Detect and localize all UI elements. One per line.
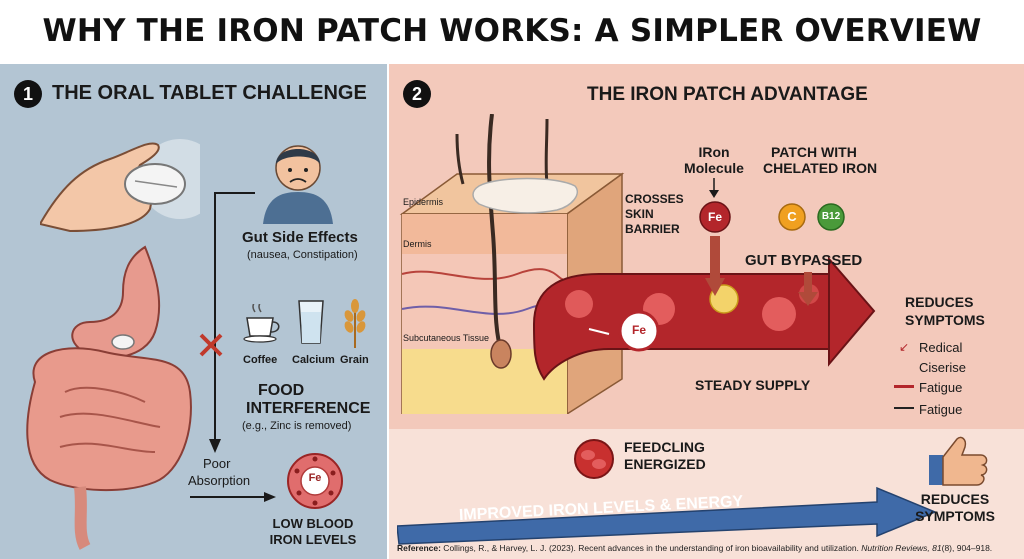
thumbs-up-icon [929, 436, 988, 486]
reference-text: Collings, R., & Harvey, L. J. (2023). Re… [440, 543, 862, 553]
energized-cell-icon [574, 439, 614, 479]
grain-icon [344, 299, 366, 348]
reduces-symptoms-bottom-1: REDUCES [920, 491, 990, 507]
gut-side-effects-label: Gut Side Effects [242, 229, 358, 246]
patch-label-1: PATCH WITH [771, 144, 857, 160]
improved-levels-arrow [397, 486, 937, 545]
calcium-glass-icon [298, 300, 324, 344]
symptom-item-2: Ciserise [919, 360, 966, 375]
crosses-label-1: CROSSES [625, 192, 684, 206]
iron-patch-panel: 2 THE IRON PATCH ADVANTAGE Epidermis Der… [389, 64, 1024, 559]
reference-citation: Reference: Collings, R., & Harvey, L. J.… [397, 543, 992, 553]
reference-journal: Nutrition Reviews, 81 [861, 543, 942, 553]
blood-cell-fe-icon [287, 453, 343, 509]
vitamin-c-icon [778, 203, 806, 231]
food-label-calcium: Calcium [292, 354, 335, 366]
feedcling-label-1: FEEDCLING [624, 439, 705, 455]
gut-bypassed-label: GUT BYPASSED [745, 252, 863, 269]
reference-issue: (8), 904–918. [941, 543, 993, 553]
iron-molecule-arrow [709, 178, 719, 198]
blood-vessel-icon [532, 256, 876, 381]
flow-connector-arrow [209, 192, 255, 453]
poor-absorption-label-1: Poor [203, 456, 231, 471]
reduces-symptoms-bottom-2: SYMPTOMS [915, 508, 995, 524]
symptom-arrow-icon: ↙ [899, 340, 910, 354]
reduces-symptoms-label-1: REDUCES [905, 294, 974, 310]
low-blood-label-1: LOW BLOOD [272, 516, 354, 531]
blocked-x-icon [199, 333, 223, 357]
fe-label-vessel: Fe [631, 323, 646, 337]
absorption-arrow [190, 492, 276, 502]
food-interference-label-1: FOOD [258, 382, 305, 399]
oral-tablet-heading: THE ORAL TABLET CHALLENGE [52, 82, 367, 104]
symptom-line-red [894, 385, 914, 388]
crosses-label-2: SKIN [625, 207, 654, 221]
symptom-line-dark [894, 407, 914, 409]
layer-label-epidermis: Epidermis [403, 197, 444, 207]
food-interference-note: (e.g., Zinc is removed) [242, 420, 352, 432]
symptom-item-1: Redical [919, 340, 963, 355]
digestive-system-icon [26, 245, 192, 550]
fe-molecule-icon [699, 201, 731, 233]
gut-side-effects-note: (nausea, Constipation) [247, 249, 358, 261]
hand-holding-tablet-icon [40, 139, 200, 233]
absorption-down-arrow [705, 236, 725, 296]
fe-label-molecule: Fe [707, 210, 722, 224]
food-interference-label-2: INTERFERENCE [246, 400, 371, 417]
iron-molecule-label-1: IRon [698, 144, 730, 160]
crosses-label-3: BARRIER [625, 222, 680, 236]
feedcling-label-2: ENERGIZED [624, 456, 706, 472]
symptom-item-4: Fatigue [919, 402, 963, 417]
fe-label-left: Fe [308, 472, 322, 484]
patch-label-2: CHELATED IRON [763, 160, 878, 176]
food-label-grain: Grain [340, 354, 369, 366]
poor-absorption-label-2: Absorption [188, 473, 251, 488]
reduces-symptoms-label-2: SYMPTOMS [905, 312, 985, 328]
person-upset-icon [263, 145, 333, 224]
oral-tablet-panel: 1 THE ORAL TABLET CHALLENGE Gut Side Eff… [0, 64, 387, 559]
iron-molecule-label-2: Molecule [684, 160, 744, 176]
symptom-item-3: Fatigue [919, 380, 963, 395]
layer-label-dermis: Dermis [403, 239, 432, 249]
layer-label-subcutaneous: Subcutaneous Tissue [403, 333, 490, 343]
food-label-coffee: Coffee [243, 354, 278, 366]
coffee-cup-icon [243, 304, 280, 343]
gut-bypassed-arrow [798, 272, 818, 306]
page-title: WHY THE IRON PATCH WORKS: A SIMPLER OVER… [42, 13, 982, 49]
fe-blood-cell-icon [618, 310, 660, 352]
step-number-2: 2 [403, 80, 431, 108]
low-blood-label-2: IRON LEVELS [269, 532, 357, 547]
reference-label: Reference: [397, 543, 441, 553]
steady-supply-label: STEADY SUPPLY [695, 377, 811, 393]
vitamin-b12-label: B12 [821, 211, 841, 222]
step-number-1: 1 [14, 80, 42, 108]
vitamin-c-label: C [787, 209, 797, 224]
vitamin-b12-icon [817, 203, 845, 231]
iron-patch-heading: THE IRON PATCH ADVANTAGE [587, 84, 868, 105]
